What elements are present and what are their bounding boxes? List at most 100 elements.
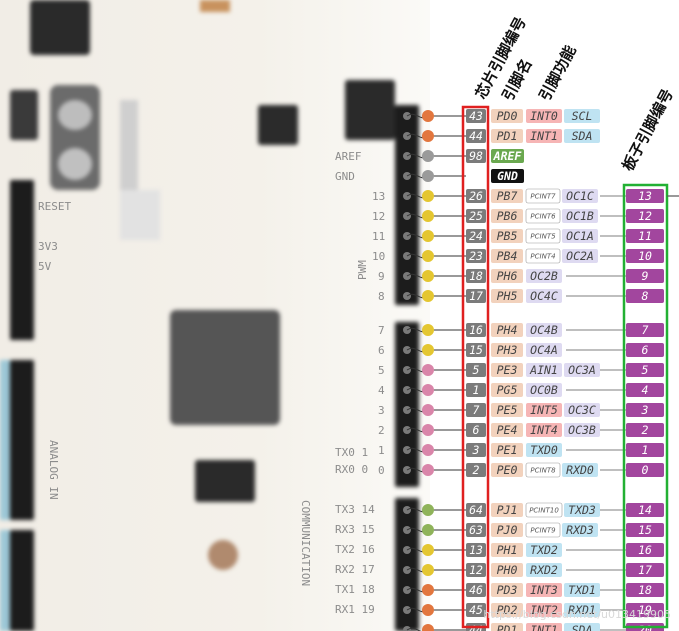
chip-pin-number: 12 (469, 563, 483, 577)
pin-dot (422, 424, 434, 436)
pin-name: PH3 (497, 343, 518, 357)
pin-function-label: SDA (572, 129, 593, 143)
pin-name-box (491, 503, 523, 517)
pin-name: PE4 (497, 423, 518, 437)
pin-function-tag (526, 323, 562, 337)
chip-pin-number-box (466, 249, 486, 263)
pin-function-label: OC4C (530, 289, 558, 303)
chip-pin-number: 23 (469, 249, 483, 263)
board-pin-number-box (626, 383, 664, 397)
board-label-6: 6 (378, 344, 385, 357)
pin-function-tag (526, 543, 562, 557)
board-label-gnd: GND (335, 170, 355, 183)
board-pin-number: 8 (642, 289, 649, 303)
pin-dot (422, 230, 434, 242)
pin-function-tag (491, 169, 524, 183)
pin-function-label: TXD1 (568, 583, 596, 597)
pin-function-tag (526, 623, 562, 631)
pin-row: GND (403, 169, 524, 183)
pin-dot (422, 384, 434, 396)
board-label-tx2: TX2 16 (335, 543, 375, 556)
pin-dot (422, 604, 434, 616)
header-pin-function: 引脚功能 (536, 42, 580, 103)
board-label-aref: AREF (335, 150, 362, 163)
header-pin (403, 252, 411, 260)
pin-function-label: RXD1 (568, 603, 596, 617)
pin-name-box (491, 603, 523, 617)
board-pin-number: 12 (638, 209, 652, 223)
pin-name: PD1 (497, 623, 518, 631)
pin-function-tag (564, 363, 600, 377)
chip-pin-number-box (466, 383, 486, 397)
pin-function-label: INT5 (530, 403, 558, 417)
chip-pin-number-box (466, 423, 486, 437)
pin-function-label: OC1C (566, 189, 594, 203)
pin-dot (422, 270, 434, 282)
pin-name: PE3 (497, 363, 518, 377)
board-pin-number-box (626, 289, 664, 303)
board-pin-number: 15 (638, 523, 652, 537)
pin-function-label: RXD3 (566, 523, 594, 537)
pin-name-box (491, 269, 523, 283)
board-pin-number-box (626, 503, 664, 517)
pin-function-tag (526, 403, 562, 417)
pin-dot (422, 504, 434, 516)
pin-function-label: OC0B (530, 383, 558, 397)
pin-name: PE0 (497, 463, 518, 477)
pin-name: PB5 (497, 229, 518, 243)
board-pin-number: 19 (638, 603, 652, 617)
pin-function-tag (491, 149, 524, 163)
board-label-0: 0 (378, 464, 385, 477)
pin-function-tag (525, 462, 561, 478)
board-pin-number: 3 (641, 403, 649, 417)
pin-name: PH0 (497, 563, 518, 577)
watermark: https://blog.csdn.net/u013419905 (483, 608, 671, 621)
board-label-4: 4 (378, 384, 385, 397)
board-pin-number-box (626, 249, 664, 263)
pin-dot (422, 584, 434, 596)
chip-pin-number-box (466, 363, 486, 377)
board-pin-number-box (626, 343, 664, 357)
board-pin-number: 11 (638, 229, 652, 243)
pin-name: PD3 (497, 583, 518, 597)
pin-function-tag (562, 229, 598, 243)
board-label-9: 9 (378, 270, 385, 283)
pin-name-box (491, 463, 523, 477)
board-pin-number-box (626, 209, 664, 223)
chip-pin-number: 44 (469, 129, 483, 143)
chip-pin-number: 25 (469, 209, 483, 223)
pin-function-tag (526, 563, 562, 577)
board-label-tx0: TX0 1 (335, 446, 369, 459)
pin-dot (422, 344, 434, 356)
chip-pin-number-box (466, 503, 486, 517)
chip-pin-number: 64 (469, 503, 483, 517)
pin-function-tag (526, 343, 562, 357)
board-pin-number: 9 (642, 269, 649, 283)
pin-function-label: INT3 (530, 583, 558, 597)
pin-name: PJ1 (497, 503, 518, 517)
chip-pin-number: 98 (469, 149, 483, 163)
board-label-7: 7 (378, 324, 385, 337)
pin-name-box (491, 343, 523, 357)
pin-function-label: OC2A (566, 249, 594, 263)
pin-dot (422, 624, 434, 631)
chip-pin-number-box (466, 323, 486, 337)
chip-pin-number-box (466, 523, 486, 537)
pin-function-label: OC4A (530, 343, 558, 357)
pin-dot (422, 250, 434, 262)
chip-pin-number: 6 (473, 423, 480, 437)
pin-function-tag (526, 443, 562, 457)
chip-pin-number: 13 (469, 543, 483, 557)
pin-function-tag (526, 109, 562, 123)
pin-function-label: OC1B (566, 209, 594, 223)
chip-pin-number: 63 (469, 523, 483, 537)
pin-function-tag (526, 269, 562, 283)
board-pin-number: 5 (642, 363, 649, 377)
pin-function-tag (564, 403, 600, 417)
